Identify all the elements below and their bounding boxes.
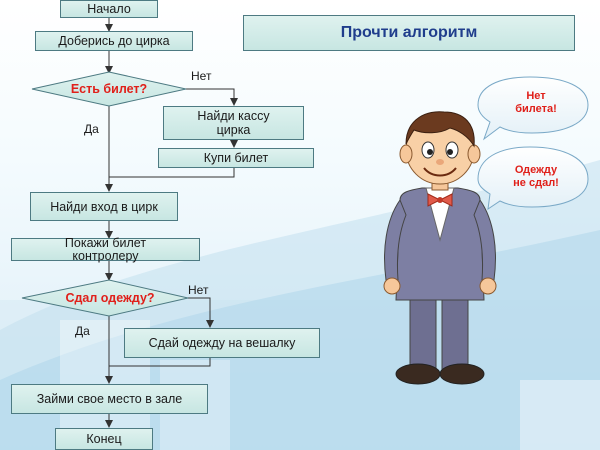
step-take-seat-label: Займи свое место в зале bbox=[36, 392, 183, 406]
step-find-ticket-office-line1: Найди кассу bbox=[197, 109, 270, 123]
start-label: Начало bbox=[87, 2, 131, 16]
bubble-no-ticket-text: Нет билета! bbox=[500, 90, 572, 116]
label-yes-coat: Да bbox=[75, 324, 90, 338]
label-no-coat: Нет bbox=[188, 283, 209, 297]
decision-ticket-label: Есть билет? bbox=[70, 82, 148, 96]
bubble-no-ticket-line1: Нет bbox=[526, 90, 546, 102]
step-show-ticket: Покажи билет контролеру bbox=[11, 235, 200, 263]
page-title-text: Прочти алгоритм bbox=[340, 24, 478, 41]
page-title: Прочти алгоритм bbox=[243, 15, 575, 51]
speech-bubble-coat bbox=[477, 146, 589, 210]
end-box: Конец bbox=[55, 428, 153, 450]
bubble-no-ticket-line2: билета! bbox=[515, 103, 557, 115]
step-buy-ticket-label: Купи билет bbox=[203, 151, 269, 165]
cartoon-boy-icon bbox=[383, 111, 497, 385]
end-label: Конец bbox=[86, 432, 122, 446]
decision-coat-label: Сдал одежду? bbox=[65, 291, 155, 305]
bubble-coat-line2: не сдал! bbox=[513, 177, 559, 189]
step-get-to-circus-label: Доберись до цирка bbox=[58, 34, 170, 48]
decision-diamond-coat bbox=[21, 279, 189, 317]
step-find-entrance: Найди вход в цирк bbox=[30, 192, 178, 221]
step-buy-ticket: Купи билет bbox=[158, 148, 314, 168]
label-no-ticket: Нет bbox=[191, 69, 212, 83]
step-find-ticket-office: Найди кассу цирка bbox=[163, 106, 304, 140]
step-check-coat: Сдай одежду на вешалку bbox=[124, 328, 320, 358]
step-find-ticket-office-line2: цирка bbox=[216, 123, 251, 137]
step-get-to-circus: Доберись до цирка bbox=[35, 31, 193, 51]
start-box: Начало bbox=[60, 0, 158, 18]
step-check-coat-label: Сдай одежду на вешалку bbox=[148, 336, 296, 350]
bubble-coat-text: Одежду не сдал! bbox=[500, 164, 572, 190]
step-take-seat: Займи свое место в зале bbox=[11, 384, 208, 414]
step-show-ticket-line2: контролеру bbox=[72, 248, 139, 263]
speech-bubbles bbox=[477, 76, 589, 210]
label-yes-ticket: Да bbox=[84, 122, 99, 136]
decision-diamond-ticket bbox=[31, 71, 187, 107]
step-show-ticket-line1: Покажи билет bbox=[64, 235, 147, 250]
step-find-entrance-label: Найди вход в цирк bbox=[50, 199, 158, 214]
bubble-coat-line1: Одежду bbox=[514, 164, 558, 176]
speech-bubble-no-ticket bbox=[477, 76, 589, 141]
